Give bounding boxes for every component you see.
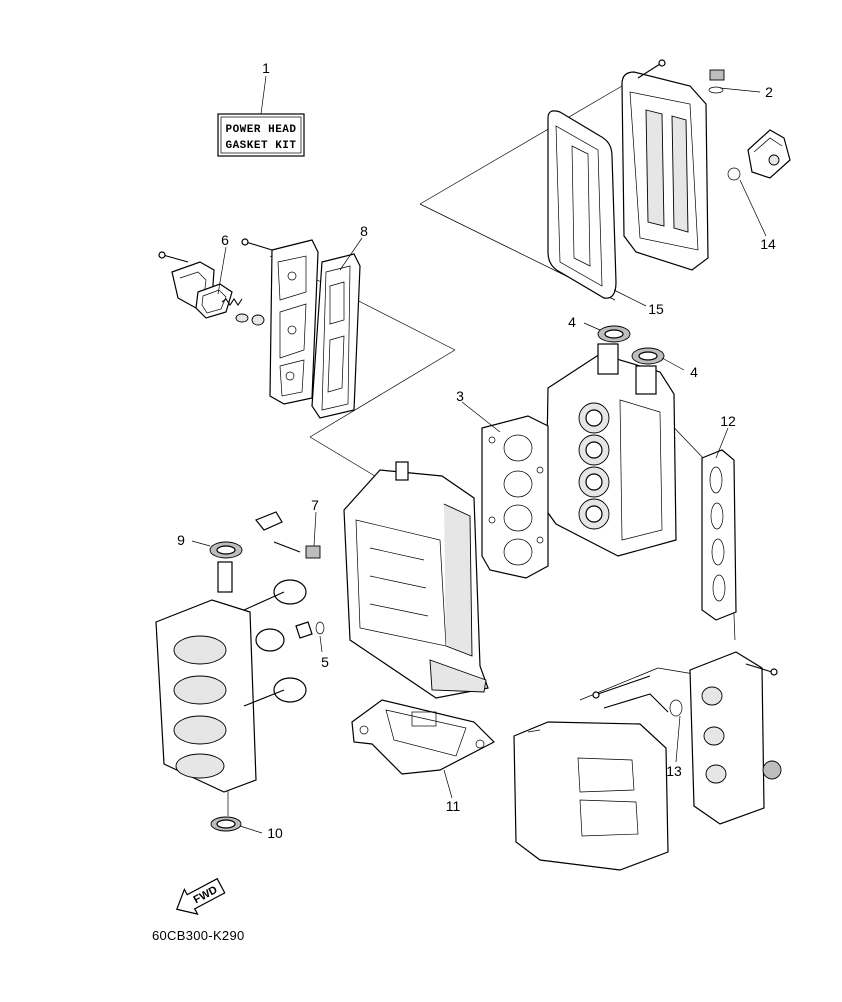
kit-label-line2: GASKET KIT bbox=[225, 140, 296, 152]
callout-14[interactable]: 14 bbox=[760, 236, 776, 252]
callout-3[interactable]: 3 bbox=[456, 388, 464, 404]
callout-11[interactable]: 11 bbox=[446, 798, 461, 814]
leader-lines bbox=[191, 75, 767, 834]
diagram-code: 60CB300-K290 bbox=[152, 928, 245, 943]
intake-manifold-assembly bbox=[513, 651, 782, 871]
callout-8[interactable]: 8 bbox=[360, 223, 368, 239]
bolt-icon bbox=[158, 251, 189, 263]
bolt-icon bbox=[745, 663, 778, 676]
combustion-chambers bbox=[578, 402, 610, 530]
gasket-kit-label[interactable]: POWER HEAD GASKET KIT bbox=[217, 113, 305, 157]
callout-10[interactable]: 10 bbox=[267, 825, 283, 841]
cylinder-head-assembly bbox=[481, 325, 677, 579]
forward-arrow-icon: FWD bbox=[176, 877, 226, 916]
callout-9[interactable]: 9 bbox=[177, 532, 185, 548]
callout-7[interactable]: 7 bbox=[311, 497, 319, 513]
exhaust-guide-gasket bbox=[351, 699, 496, 775]
callout-2[interactable]: 2 bbox=[765, 84, 773, 100]
thermostat-cover-assembly bbox=[158, 238, 361, 419]
piston-icon bbox=[243, 579, 307, 707]
callout-5[interactable]: 5 bbox=[321, 654, 329, 670]
callout-12[interactable]: 12 bbox=[720, 413, 736, 429]
bolt-icon bbox=[241, 238, 273, 251]
callout-6[interactable]: 6 bbox=[221, 232, 229, 248]
gasket-bores bbox=[503, 434, 533, 566]
callout-labels: 1 2 3 4 4 5 6 7 8 9 10 11 12 13 14 15 bbox=[177, 60, 776, 841]
callout-15[interactable]: 15 bbox=[648, 301, 664, 317]
callout-1[interactable]: 1 bbox=[262, 60, 270, 76]
cylinder-head-cover-assembly bbox=[547, 59, 791, 299]
callout-4b[interactable]: 4 bbox=[690, 364, 698, 380]
intake-gasket-assembly bbox=[701, 449, 737, 621]
callout-4a[interactable]: 4 bbox=[568, 314, 576, 330]
bolt-icon bbox=[637, 59, 666, 79]
callout-13[interactable]: 13 bbox=[666, 763, 682, 779]
kit-label-line1: POWER HEAD bbox=[225, 124, 296, 136]
cylinder-block bbox=[255, 461, 489, 699]
crankcase-assembly bbox=[155, 541, 307, 832]
bolt-icon bbox=[592, 675, 651, 699]
